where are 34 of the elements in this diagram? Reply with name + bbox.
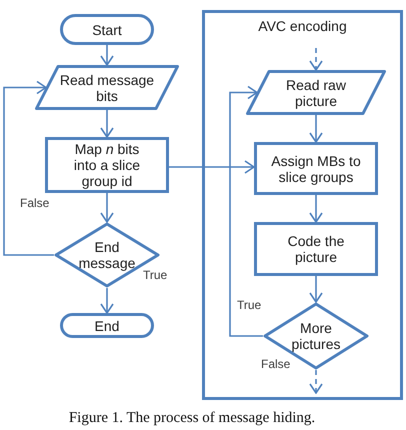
process-box xyxy=(254,222,378,276)
flow-arrow xyxy=(169,160,255,174)
flow-arrow xyxy=(3,80,54,256)
group-frame xyxy=(202,10,403,400)
flow-arrow xyxy=(309,276,323,303)
dashed-arrow xyxy=(309,370,323,394)
edge-label: True xyxy=(143,268,168,282)
step-label: Read raw picture xyxy=(285,76,347,108)
step-label: End message xyxy=(78,239,136,271)
step-label: Code the picture xyxy=(286,233,346,265)
flow-arrow xyxy=(100,45,114,66)
input-parallelogram xyxy=(35,65,179,110)
step-label: Assign MBs to slice groups xyxy=(270,152,362,184)
step-label: Map n bits into a slice group id xyxy=(72,141,142,189)
process-box xyxy=(45,137,169,193)
flow-arrow xyxy=(100,288,114,314)
flow-arrow xyxy=(229,86,263,337)
step-label: Read message bits xyxy=(58,72,156,104)
flow-arrow xyxy=(100,193,114,223)
decision-diamond xyxy=(263,302,369,370)
figure-caption: Figure 1. The process of message hiding. xyxy=(68,409,316,427)
edge-label: False xyxy=(261,357,290,371)
step-label: Start xyxy=(92,22,122,38)
dashed-arrow xyxy=(309,48,323,71)
step-label: More pictures xyxy=(290,320,342,352)
edge-label: True xyxy=(237,298,262,312)
flow-arrow xyxy=(309,115,323,143)
process-box xyxy=(254,142,378,195)
flow-arrow xyxy=(100,110,114,138)
step-label: End xyxy=(94,318,120,334)
group-title: AVC encoding xyxy=(258,18,347,34)
input-parallelogram xyxy=(246,70,386,115)
flow-arrow xyxy=(309,195,323,223)
edge-label: False xyxy=(20,196,50,210)
